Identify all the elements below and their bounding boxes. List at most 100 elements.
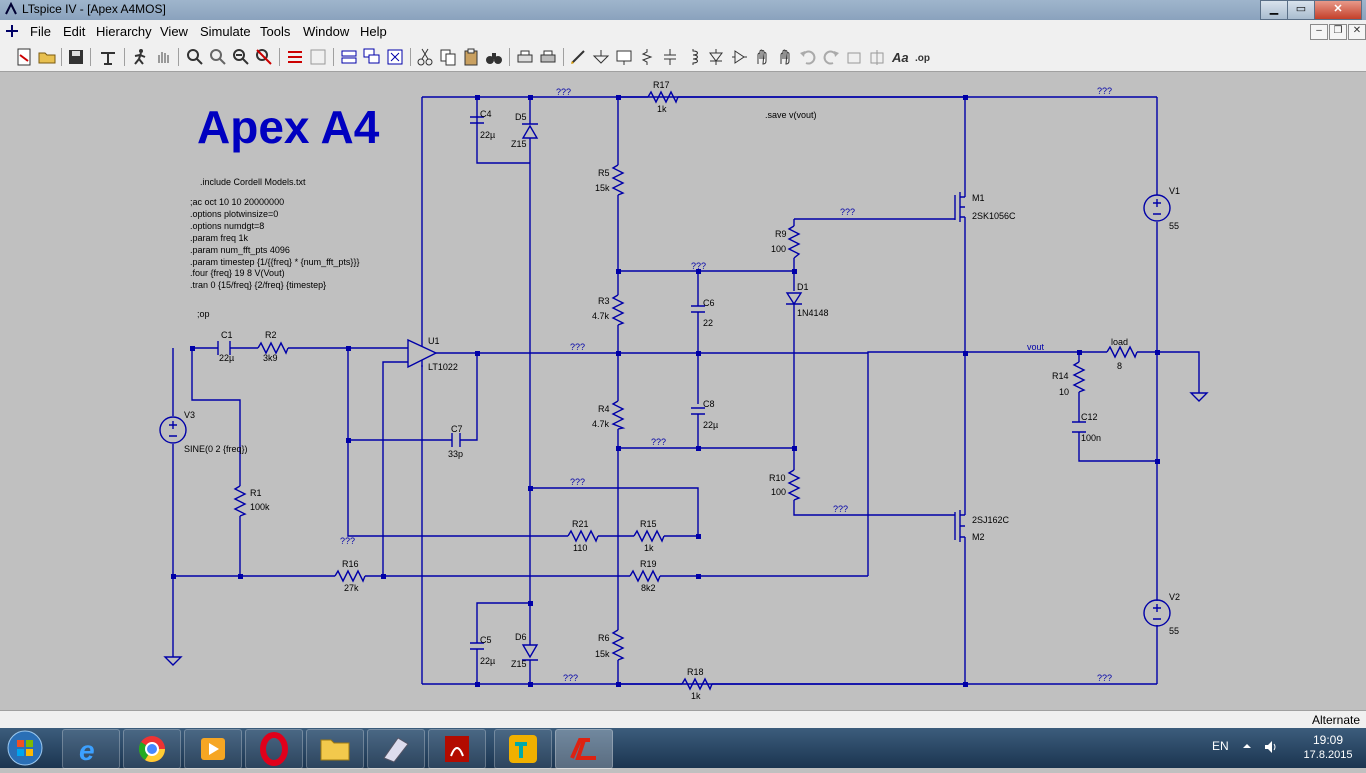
spice-directive[interactable]: .options numdgt=8 [190, 221, 264, 231]
component-ref: R3 [598, 296, 610, 306]
menu-simulate[interactable]: Simulate [200, 24, 251, 39]
mirror-icon[interactable] [867, 47, 887, 67]
mdi-minimize-button[interactable]: – [1310, 24, 1328, 40]
include-directive[interactable]: .include Cordell Models.txt [200, 177, 306, 187]
rotate-icon[interactable] [844, 47, 864, 67]
spice-directive[interactable]: ;ac oct 10 10 20000000 [190, 197, 284, 207]
taskbar-app-icon[interactable] [367, 729, 425, 769]
component-value: 100 [771, 487, 786, 497]
menu-edit[interactable]: Edit [63, 24, 86, 39]
spice-directive[interactable]: .four {freq} 19 8 V(Vout) [190, 268, 285, 278]
component-icon[interactable] [729, 47, 749, 67]
taskbar-opera-icon[interactable] [245, 729, 303, 769]
spice-directive[interactable]: .options plotwinsize=0 [190, 209, 278, 219]
print-setup-icon[interactable] [515, 47, 535, 67]
zener-d6 [521, 644, 539, 661]
taskbar-chrome-icon[interactable] [123, 729, 181, 769]
menu-hierarchy[interactable]: Hierarchy [96, 24, 152, 39]
component-ref: R10 [769, 473, 786, 483]
taskbar-ltspice-icon[interactable] [555, 729, 613, 769]
component-ref: R16 [342, 559, 359, 569]
taskbar-explorer-icon[interactable] [306, 729, 364, 769]
run-icon[interactable] [130, 47, 150, 67]
undo-icon[interactable] [798, 47, 818, 67]
cut-icon[interactable] [415, 47, 435, 67]
component-value: 3k9 [263, 353, 278, 363]
close-button[interactable]: ✕ [1314, 0, 1362, 20]
component-ref: R21 [572, 519, 589, 529]
taskbar-ie-icon[interactable]: e [62, 729, 120, 769]
wire [867, 351, 1157, 576]
find-icon[interactable] [484, 47, 504, 67]
move-icon[interactable] [752, 47, 772, 67]
taskbar-messenger-icon[interactable] [494, 729, 552, 769]
net-label: ??? [1097, 86, 1112, 96]
drag-icon[interactable] [775, 47, 795, 67]
zoom-in-icon[interactable] [185, 47, 205, 67]
spice-directive[interactable]: .param timestep {1/{{freq} * {num_fft_pt… [190, 257, 359, 267]
tile-horizontal-icon[interactable] [285, 47, 305, 67]
zoom-out-icon[interactable] [231, 47, 251, 67]
menu-window[interactable]: Window [303, 24, 350, 39]
tray-language[interactable]: EN [1212, 739, 1229, 753]
zoom-fit-icon[interactable] [254, 47, 274, 67]
spice-directive[interactable]: .param freq 1k [190, 233, 249, 243]
component-ref: V2 [1169, 592, 1180, 602]
net-label: ??? [691, 261, 706, 271]
print-icon[interactable] [538, 47, 558, 67]
save-icon[interactable] [66, 47, 86, 67]
minimize-button[interactable]: ▁ [1260, 0, 1288, 20]
tray-clock-time[interactable]: 19:09 [1312, 733, 1344, 747]
mdi-close-button[interactable]: ✕ [1348, 24, 1366, 40]
maximize-button[interactable]: ▭ [1287, 0, 1315, 20]
paste-icon[interactable] [461, 47, 481, 67]
op-directive[interactable]: ;op [197, 309, 210, 319]
new-schematic-icon[interactable] [14, 47, 34, 67]
tile-vertical-icon[interactable] [308, 47, 328, 67]
halt-icon[interactable] [153, 47, 173, 67]
schematic-canvas[interactable]: Apex A4 .include Cordell Models.txt ;ac … [2, 72, 1364, 708]
cascade-icon[interactable] [362, 47, 382, 67]
menu-help[interactable]: Help [360, 24, 387, 39]
spice-directive-icon[interactable]: .op [913, 47, 933, 67]
capacitor-icon[interactable] [660, 47, 680, 67]
spice-directive[interactable]: .param num_fft_pts 4096 [190, 245, 290, 255]
menu-tools[interactable]: Tools [260, 24, 291, 39]
text-icon[interactable]: Aa [890, 47, 910, 67]
spice-directive[interactable]: .tran 0 {15/freq} {2/freq} {timestep} [190, 280, 326, 290]
redo-icon[interactable] [821, 47, 841, 67]
tray-clock-date[interactable]: 17.8.2015 [1303, 749, 1353, 761]
resistor-icon[interactable] [637, 47, 657, 67]
tray-show-hidden-icon[interactable] [1242, 741, 1252, 751]
window-list-icon[interactable] [339, 47, 359, 67]
volume-icon[interactable] [1263, 739, 1279, 755]
inductor-icon[interactable] [683, 47, 703, 67]
taskbar-media-player-icon[interactable] [184, 729, 242, 769]
draw-wire-icon[interactable] [568, 47, 588, 67]
capacitor-c4 [470, 116, 484, 135]
menu-view[interactable]: View [160, 24, 188, 39]
toolbar-separator [410, 48, 411, 66]
ltspice-app-icon [5, 2, 17, 15]
label-net-icon[interactable] [614, 47, 634, 67]
toolbar-separator [333, 48, 334, 66]
component-value: Z15 [511, 139, 527, 149]
schematic-drawing[interactable]: Apex A4 .include Cordell Models.txt ;ac … [2, 72, 1364, 708]
component-value: 100n [1081, 433, 1101, 443]
resistor-r5 [611, 164, 625, 196]
menu-file[interactable]: File [30, 24, 51, 39]
component-ref: V3 [184, 410, 195, 420]
close-all-icon[interactable] [385, 47, 405, 67]
taskbar-pdf-icon[interactable] [428, 729, 486, 769]
pan-icon[interactable] [208, 47, 228, 67]
ground-icon[interactable] [591, 47, 611, 67]
diode-icon[interactable] [706, 47, 726, 67]
copy-icon[interactable] [438, 47, 458, 67]
start-button-icon[interactable] [6, 730, 44, 766]
mdi-restore-button[interactable]: ❐ [1329, 24, 1347, 40]
save-directive[interactable]: .save v(vout) [765, 110, 817, 120]
mdi-child-icon[interactable] [4, 23, 20, 39]
component-ref: D5 [515, 112, 527, 122]
open-icon[interactable] [37, 47, 57, 67]
control-panel-icon[interactable] [98, 47, 118, 67]
